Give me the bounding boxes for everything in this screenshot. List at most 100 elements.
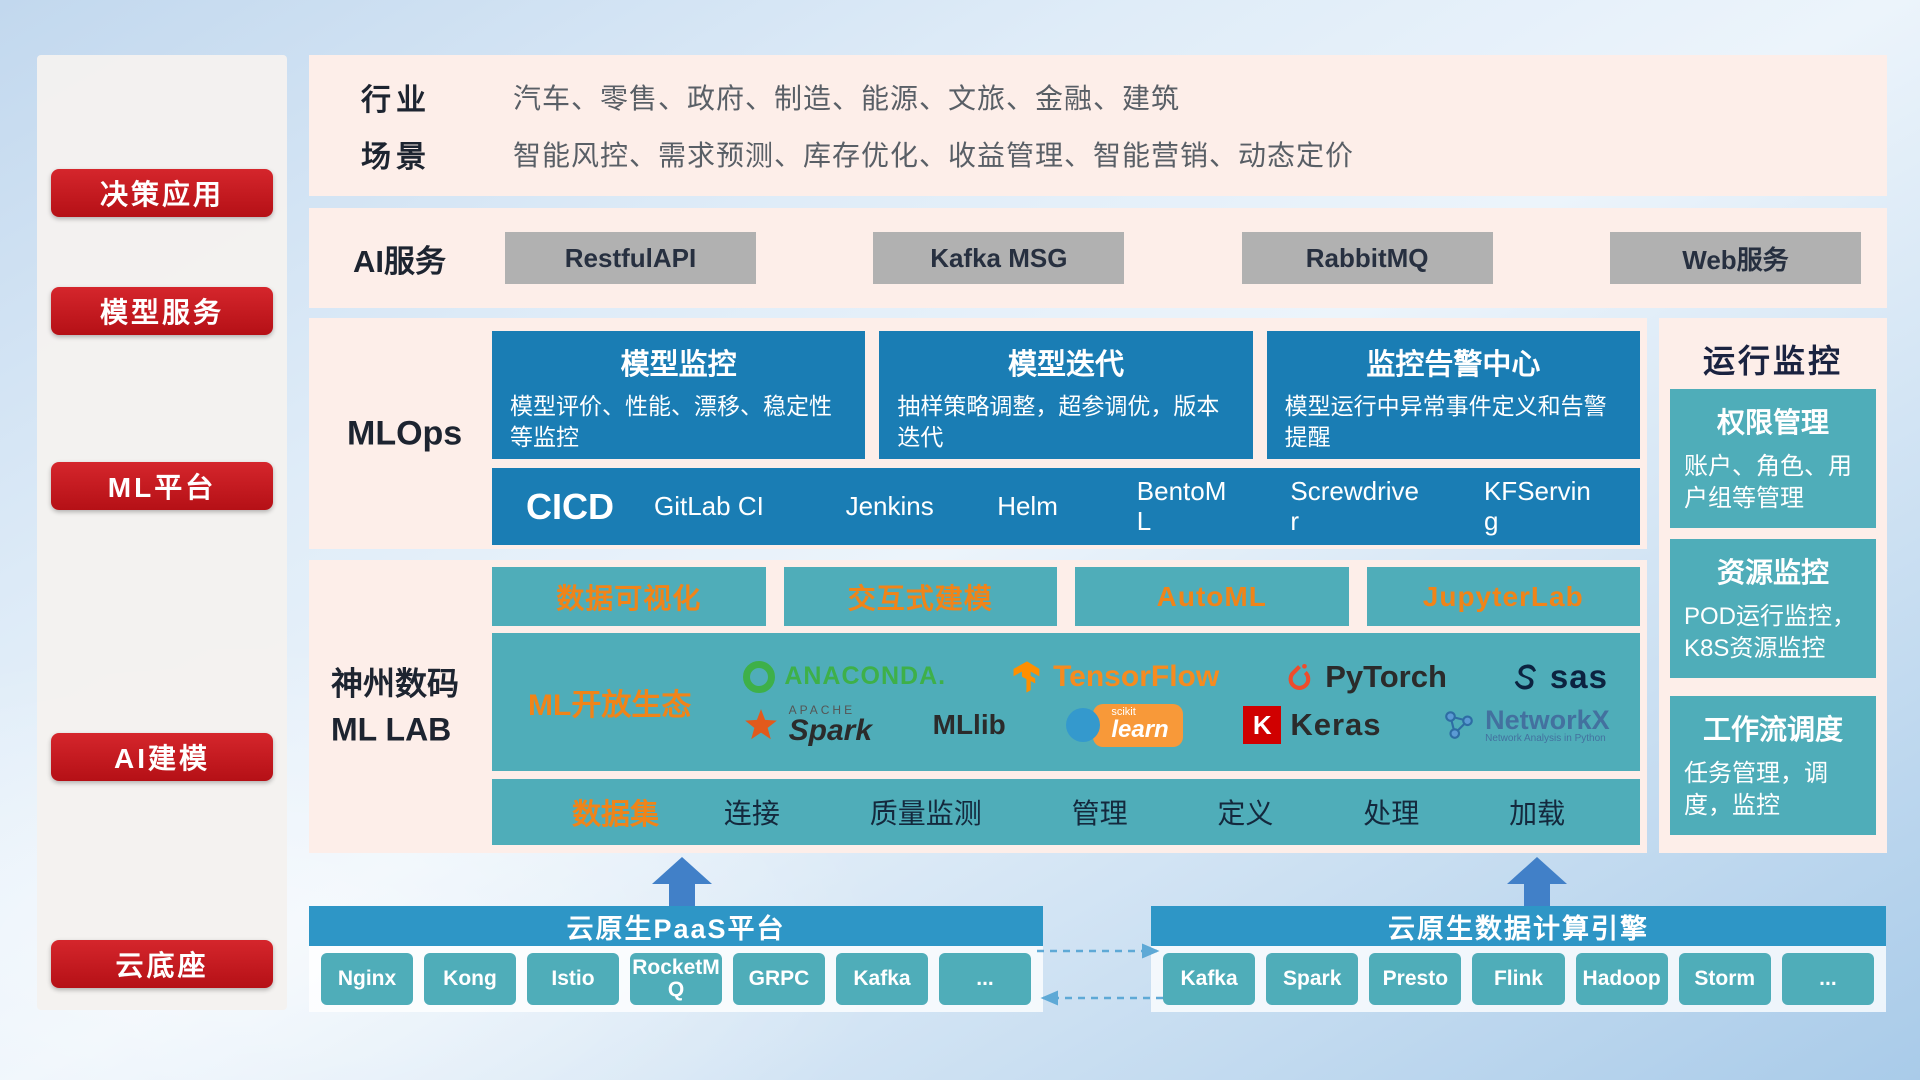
permission-management-card: 权限管理 账户、角色、用户组等管理: [1670, 389, 1876, 528]
mllib-label: MLlib: [932, 709, 1006, 740]
spark-logo: APACHE Spark: [742, 704, 872, 746]
card-desc: 抽样策略调整，超参调优，版本迭代: [897, 393, 1220, 451]
networkx-logo: NetworkX Network Analysis in Python: [1442, 704, 1610, 745]
up-arrow-head: [652, 857, 712, 884]
scenario-row: 场景 智能风控、需求预测、库存优化、收益管理、智能营销、动态定价: [309, 132, 1887, 176]
dataset-item-load: 加载: [1509, 798, 1566, 829]
cicd-label: CICD: [526, 485, 614, 527]
cicd-tool-screwdriver: Screwdriver: [1290, 476, 1419, 536]
dataset-item-define: 定义: [1217, 798, 1274, 829]
card-desc: POD运行监控，K8S资源监控: [1684, 603, 1857, 663]
scenario-value: 智能风控、需求预测、库存优化、收益管理、智能营销、动态定价: [513, 139, 1355, 171]
keras-icon: K: [1243, 706, 1282, 744]
dataset-item-process: 处理: [1363, 798, 1420, 829]
card-desc: 账户、角色、用户组等管理: [1684, 453, 1852, 513]
tensorflow-logo: TensorFlow: [1010, 660, 1219, 694]
networkx-subtitle: Network Analysis in Python: [1485, 732, 1606, 744]
keras-logo: K Keras: [1243, 706, 1381, 744]
tensorflow-icon: [1013, 660, 1040, 693]
industry-label: 行业: [361, 84, 431, 118]
card-title: 工作流调度: [1702, 714, 1843, 745]
card-desc: 模型评价、性能、漂移、稳定性等监控: [510, 393, 832, 451]
ai-service-panel: AI服务 RestfulAPI Kafka MSG RabbitMQ Web服务: [309, 208, 1887, 308]
up-arrow-icon: [1507, 857, 1567, 906]
chip-hadoop: Hadoop: [1575, 953, 1668, 1005]
chip-presto: Presto: [1369, 953, 1462, 1005]
scenario-label: 场景: [361, 140, 431, 174]
dataset-item-connect: 连接: [723, 798, 780, 829]
scikit-learn-badge: scikit learn: [1093, 703, 1183, 747]
mllab-panel: 神州数码 ML LAB 数据可视化 交互式建模 AutoML JupyterLa…: [309, 560, 1647, 853]
sidebar-item-decision-apps: 决策应用: [51, 169, 273, 217]
paas-chips: Nginx Kong Istio RocketMQ GRPC Kafka ...: [309, 946, 1043, 1012]
mllab-label-line2: ML LAB: [331, 711, 452, 748]
spark-icon: [744, 709, 777, 740]
chip-more: ...: [1781, 953, 1874, 1005]
monitoring-panel: 运行监控 权限管理 账户、角色、用户组等管理 资源监控 POD运行监控，K8S资…: [1659, 318, 1887, 853]
chip-istio: Istio: [527, 953, 619, 1005]
service-rabbitmq: RabbitMQ: [1241, 232, 1493, 284]
cicd-tool-jenkins: Jenkins: [845, 490, 934, 521]
industry-value: 汽车、零售、政府、制造、能源、文旅、金融、建筑: [513, 83, 1181, 115]
model-monitoring-card: 模型监控 模型评价、性能、漂移、稳定性等监控: [492, 331, 866, 459]
mlops-label: MLOps: [347, 414, 463, 452]
ml-ecosystem-panel: ML开放生态 ANACONDA. TensorFlow PyTorch: [492, 633, 1640, 771]
scikit-learn-icon: [1066, 708, 1101, 742]
chip-nginx: Nginx: [321, 953, 413, 1005]
chip-more: ...: [939, 953, 1031, 1005]
pytorch-logo: PyTorch: [1283, 659, 1447, 695]
dataset-bar: 数据集 连接 质量监测 管理 定义 处理 加载: [492, 779, 1640, 845]
spark-label: Spark: [788, 714, 873, 747]
ai-service-label: AI服务: [353, 243, 446, 279]
resource-monitoring-card: 资源监控 POD运行监控，K8S资源监控: [1670, 539, 1876, 678]
ml-ecosystem-label: ML开放生态: [528, 689, 692, 722]
pytorch-label: PyTorch: [1325, 658, 1447, 694]
sas-icon: [1514, 664, 1536, 689]
chip-kafka: Kafka: [1163, 953, 1256, 1005]
mllab-label-line1: 神州数码: [331, 665, 460, 702]
cicd-tool-gitlab-ci: GitLab CI: [654, 490, 764, 521]
service-restfulapi: RestfulAPI: [505, 232, 756, 284]
dataset-items: 连接 质量监测 管理 定义 处理 加载: [679, 792, 1610, 832]
anaconda-label: ANACONDA.: [784, 662, 947, 690]
mllab-label: 神州数码 ML LAB: [331, 660, 459, 753]
card-title: 模型迭代: [1007, 349, 1124, 381]
card-title: 监控告警中心: [1366, 349, 1541, 381]
sidebar: 决策应用 模型服务 ML平台 AI建模 云底座: [37, 55, 287, 1010]
tool-jupyterlab: JupyterLab: [1366, 567, 1640, 626]
anaconda-icon: [743, 660, 776, 693]
learn-label: learn: [1111, 715, 1169, 743]
up-arrow-head: [1507, 857, 1567, 884]
dataset-item-quality: 质量监测: [869, 798, 982, 829]
data-engine-bar: 云原生数据计算引擎: [1151, 906, 1886, 946]
networkx-label: NetworkX: [1485, 704, 1610, 735]
chip-spark: Spark: [1266, 953, 1359, 1005]
engine-chips: Kafka Spark Presto Flink Hadoop Storm ..…: [1151, 946, 1886, 1012]
mlops-panel: MLOps 模型监控 模型评价、性能、漂移、稳定性等监控 模型迭代 抽样策略调整…: [309, 318, 1647, 549]
ai-service-buttons: RestfulAPI Kafka MSG RabbitMQ Web服务: [505, 232, 1861, 284]
pytorch-icon: [1288, 663, 1311, 690]
service-kafka-msg: Kafka MSG: [873, 232, 1125, 284]
networkx-text: NetworkX Network Analysis in Python: [1485, 704, 1610, 745]
spark-text: APACHE Spark: [789, 704, 872, 746]
ecosystem-logos: ANACONDA. TensorFlow PyTorch sas: [711, 658, 1640, 747]
chip-kafka: Kafka: [836, 953, 928, 1005]
paas-platform-bar: 云原生PaaS平台: [309, 906, 1043, 946]
sidebar-item-cloud-base: 云底座: [51, 940, 273, 988]
scikit-learn-logo: scikit learn: [1066, 703, 1183, 747]
networkx-icon: [1445, 711, 1473, 739]
cicd-tools: GitLab CI Jenkins Helm BentoML Screwdriv…: [654, 477, 1596, 535]
monitoring-title: 运行监控: [1702, 343, 1843, 379]
tensorflow-label: TensorFlow: [1053, 659, 1220, 693]
sas-label: sas: [1549, 657, 1608, 695]
cicd-tool-kfserving: KFServing: [1483, 476, 1591, 536]
ecosystem-logo-row-1: ANACONDA. TensorFlow PyTorch sas: [711, 658, 1640, 696]
workflow-scheduling-card: 工作流调度 任务管理，调度，监控: [1670, 696, 1876, 835]
card-desc: 模型运行中异常事件定义和告警提醒: [1284, 393, 1607, 451]
up-arrow-icon: [652, 857, 712, 906]
sidebar-item-model-services: 模型服务: [51, 287, 273, 335]
keras-label: Keras: [1290, 707, 1382, 742]
sidebar-item-ai-modeling: AI建模: [51, 733, 273, 781]
cicd-tool-helm: Helm: [997, 490, 1058, 521]
